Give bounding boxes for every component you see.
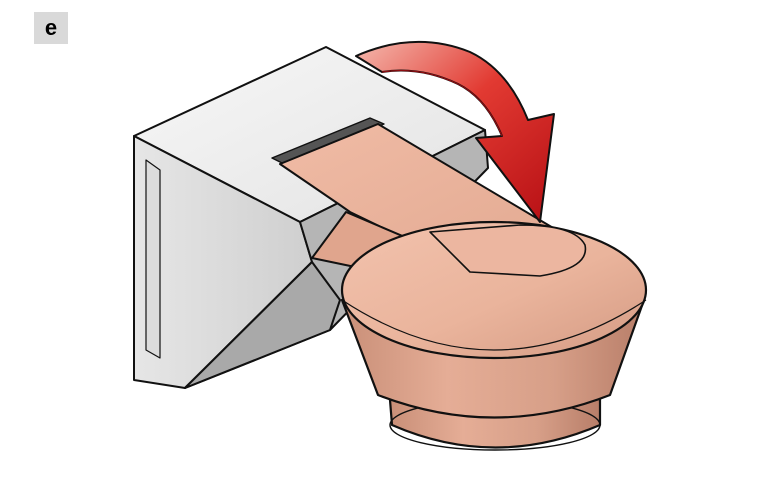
- assembly-illustration: [0, 0, 764, 495]
